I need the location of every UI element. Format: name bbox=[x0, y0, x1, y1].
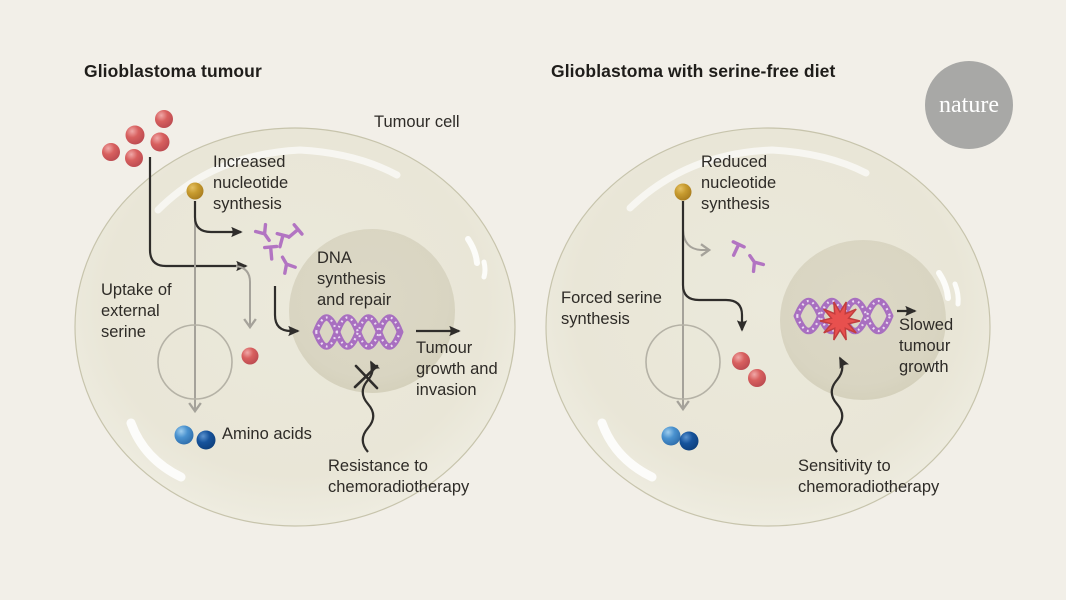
dna-helix-right bbox=[793, 297, 894, 341]
dna-synthesis-label: DNA synthesis and repair bbox=[317, 249, 392, 309]
increased-nucleotide-label: Increased nucleotide synthesis bbox=[213, 153, 289, 213]
sensitivity-wavy-arrow bbox=[830, 356, 849, 453]
serine-molecule-internal bbox=[241, 347, 259, 365]
nature-logo-text: nature bbox=[939, 91, 999, 118]
sensitivity-label: Sensitivity to chemoradiotherapy bbox=[798, 457, 940, 496]
forced-serine-label: Forced serine synthesis bbox=[561, 289, 662, 328]
amino-acid-molecules-right bbox=[661, 426, 699, 451]
metabolic-cycle-right bbox=[645, 324, 721, 400]
tumour-cell-right bbox=[545, 127, 991, 527]
left-panel-title: Glioblastoma tumour bbox=[84, 61, 262, 81]
nucleotide-precursor-right bbox=[674, 183, 692, 201]
amino-acids-label: Amino acids bbox=[222, 425, 312, 443]
reduced-nucleotide-label: Reduced nucleotide synthesis bbox=[701, 153, 777, 213]
resistance-wavy-arrow-blocked bbox=[353, 360, 380, 453]
uptake-external-serine-label: Uptake of external serine bbox=[101, 281, 172, 341]
forced-serine-pathway bbox=[645, 201, 748, 412]
serine-molecules-external bbox=[102, 110, 173, 167]
nucleotides-to-dna-arrow bbox=[273, 286, 300, 337]
right-panel-title: Glioblastoma with serine-free diet bbox=[551, 61, 836, 81]
slowed-growth-label: Slowed tumour growth bbox=[899, 316, 954, 376]
serine-uptake-pathway bbox=[148, 157, 257, 414]
tumour-cell-label: Tumour cell bbox=[374, 113, 460, 131]
amino-acid-molecules-left bbox=[174, 425, 216, 450]
serine-molecules-synthesized bbox=[732, 352, 766, 387]
nucleotide-precursor-left bbox=[186, 182, 204, 200]
tumour-growth-label: Tumour growth and invasion bbox=[416, 339, 498, 399]
dna-damage-starburst-icon bbox=[819, 301, 861, 341]
resistance-label: Resistance to chemoradiotherapy bbox=[328, 457, 470, 496]
metabolic-cycle-left bbox=[157, 324, 233, 400]
dna-helix-left bbox=[312, 314, 404, 350]
block-x-icon bbox=[353, 364, 379, 390]
nature-logo: nature bbox=[925, 61, 1013, 149]
nucleus-left bbox=[289, 229, 455, 393]
